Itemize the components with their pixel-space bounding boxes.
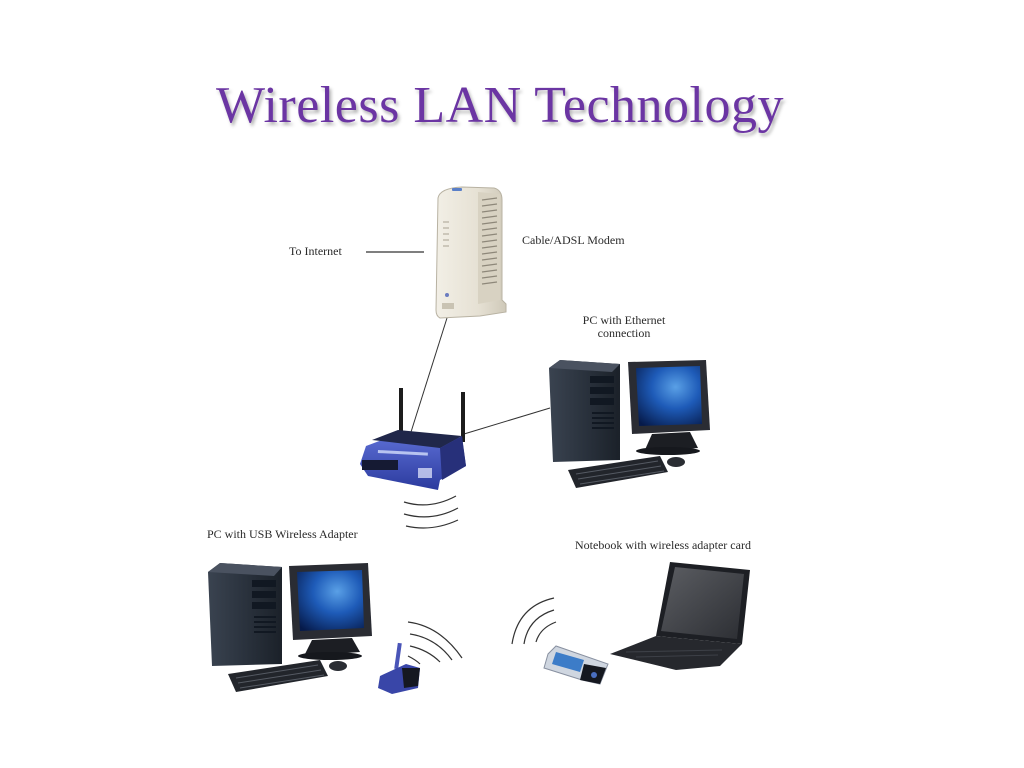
label-pc-ethernet-line2: connection [597, 326, 651, 340]
cable-modem-icon [435, 186, 507, 319]
desktop-pc-icon [208, 563, 372, 692]
modem-router-cable [410, 317, 448, 433]
usb-wireless-adapter-icon [378, 642, 420, 694]
label-pc-ethernet: PC with Ethernet connection [564, 314, 684, 340]
pc-card-signal-waves-icon [511, 597, 557, 645]
desktop-pc-icon [549, 360, 710, 488]
router-pc-cable [463, 407, 551, 435]
slide-title: Wireless LAN Technology [215, 77, 784, 134]
label-to-internet: To Internet [289, 244, 342, 258]
label-pc-usb: PC with USB Wireless Adapter [207, 527, 358, 541]
pcmcia-wireless-card-icon [543, 645, 609, 685]
label-cable-modem: Cable/ADSL Modem [522, 233, 625, 247]
label-pc-ethernet-line1: PC with Ethernet [582, 313, 666, 327]
wireless-router-icon [360, 388, 466, 490]
router-signal-waves-icon [403, 495, 459, 529]
usb-adapter-signal-waves-icon [407, 621, 463, 665]
laptop-icon [610, 562, 750, 670]
label-notebook: Notebook with wireless adapter card [575, 538, 751, 552]
